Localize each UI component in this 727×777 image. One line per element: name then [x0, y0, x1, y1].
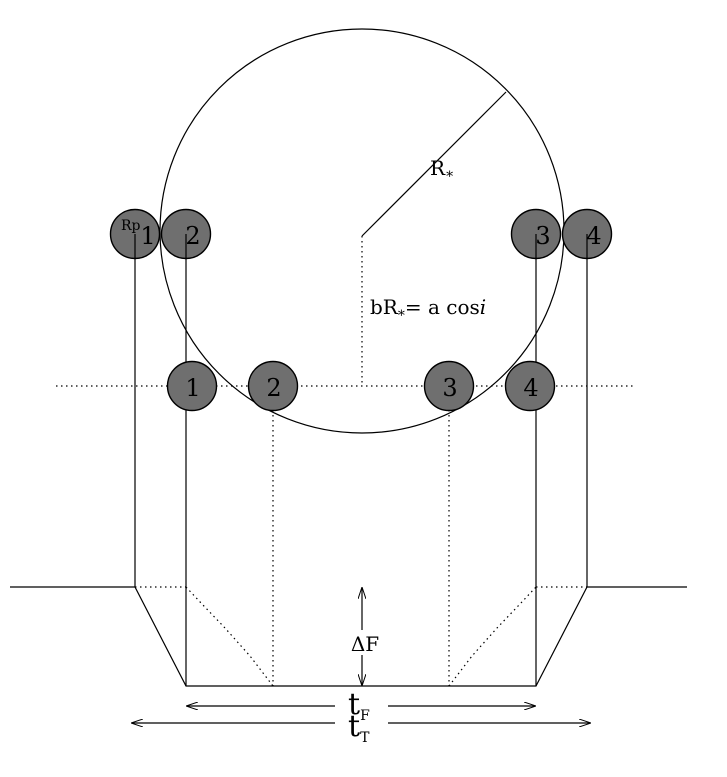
full-duration-main: t — [348, 687, 360, 722]
lower-planet-1 — [166, 360, 218, 412]
lower-planet-2 — [247, 360, 299, 412]
ingress-dotted-curve — [185, 586, 274, 687]
planet-radius-label: Rp — [121, 218, 141, 234]
total-duration-label: tT — [348, 709, 370, 746]
lower-contact-label-1: 1 — [185, 374, 200, 402]
lower-contact-series — [166, 360, 556, 412]
lower-contact-label-2: 2 — [266, 374, 281, 402]
stellar-radius-main: R — [430, 156, 446, 180]
upper-contact-label-2: 2 — [185, 222, 200, 250]
lower-contact-label-3: 3 — [442, 374, 457, 402]
total-duration-subscript: T — [360, 730, 370, 746]
depth-label: ΔF — [351, 632, 379, 656]
upper-contact-label-3: 3 — [535, 222, 550, 250]
upper-contact-label-1: 1 — [140, 222, 155, 250]
lower-planet-3 — [423, 360, 475, 412]
light-curve — [10, 586, 687, 687]
stellar-radius-line — [361, 91, 507, 237]
full-duration-label: tF — [348, 687, 370, 724]
egress-dotted-curve — [448, 586, 537, 687]
full-duration-subscript: F — [360, 708, 370, 724]
impact-parameter-label: bR*= a cosi — [370, 295, 486, 324]
lower-planet-4 — [504, 360, 556, 412]
impact-parameter-pre: bR — [370, 295, 399, 319]
upper-contact-label-4: 4 — [586, 222, 601, 250]
total-duration-main: t — [348, 709, 360, 744]
stellar-radius-subscript: * — [446, 169, 453, 185]
impact-parameter-post: = a cos — [405, 295, 480, 319]
impact-parameter-italic: i — [480, 295, 486, 319]
stellar-radius-label: R* — [430, 156, 453, 185]
impact-parameter-subscript: * — [398, 308, 405, 324]
lower-contact-label-4: 4 — [523, 374, 538, 402]
